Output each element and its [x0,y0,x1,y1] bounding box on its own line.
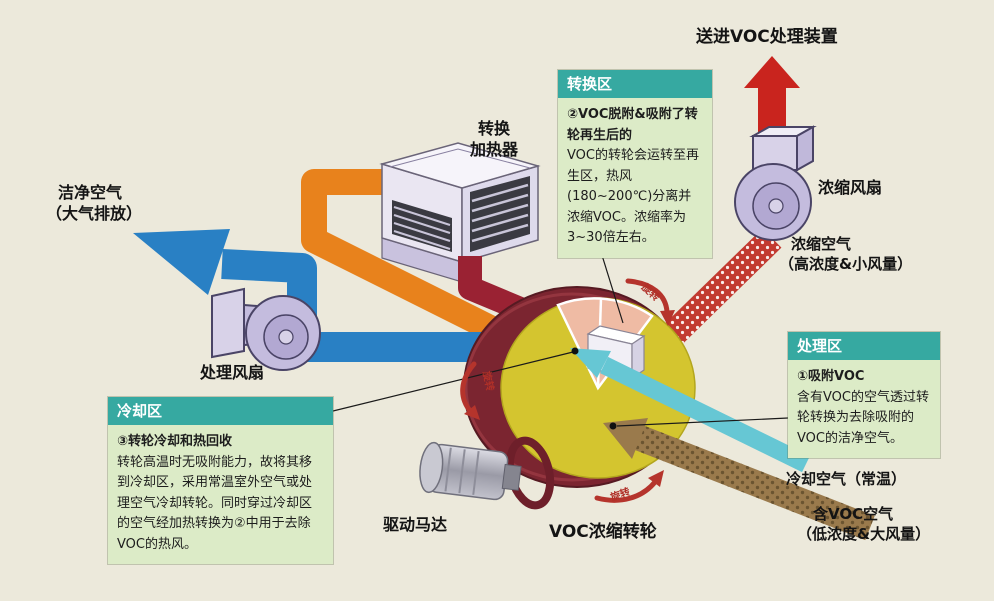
drive-motor-icon [419,441,522,501]
cooling-zone-text: ③转轮冷却和热回收转轮高温时无吸附能力，故将其移到冷却区，采用常温室外空气或处理… [108,425,333,565]
leader-line-processing [616,417,789,427]
processing-fan-label: 处理风扇 [200,363,265,382]
heater-vent-left [392,200,452,252]
concentration-fan-label: 浓缩风扇 [818,178,883,197]
cooling-air-arrow [570,348,810,473]
rotation-arrow-top [625,278,670,315]
callout-dot-processing [609,422,617,430]
concentration-fan-icon [734,125,817,241]
rotation-arrow-bottom [594,479,658,503]
cooling-zone-title: 冷却区 [108,397,333,425]
concentrated-air-label: 浓缩空气 （高浓度&小风量） [779,235,913,273]
leader-lines [332,251,789,430]
conversion-heater-label: 转换 加热器 [470,119,519,160]
voc-rotor-label: VOC浓缩转轮 [549,522,657,542]
drive-motor-label: 驱动马达 [383,515,448,534]
leader-line-cooling [332,351,574,412]
cooling-air-label: 冷却空气（常温） [786,470,907,488]
rotation-label-left: 旋转 [480,369,497,392]
cooling-air-arrowhead [570,348,611,378]
callout-dot-cooling [571,347,579,355]
to-device-arrow [744,56,800,140]
processing-fan-icon [211,287,321,371]
voc-air-label: 含VOC空气 （低浓度&大风量） [797,505,931,543]
clean-air-label: 洁净空气 （大气排放） [46,183,143,224]
rotation-arrow-left [460,361,477,415]
conversion-zone-title: 转换区 [558,70,712,98]
leader-line-conversion [600,251,624,324]
hot-air-pipe-orange [301,169,504,344]
processing-zone-title: 处理区 [788,332,940,360]
to-voc-device-label: 送进VOC处理装置 [696,27,838,47]
cooling-zone-box: 冷却区 ③转轮冷却和热回收转轮高温时无吸附能力，故将其移到冷却区，采用常温室外空… [108,397,333,565]
clean-air-arrowhead [133,229,230,295]
